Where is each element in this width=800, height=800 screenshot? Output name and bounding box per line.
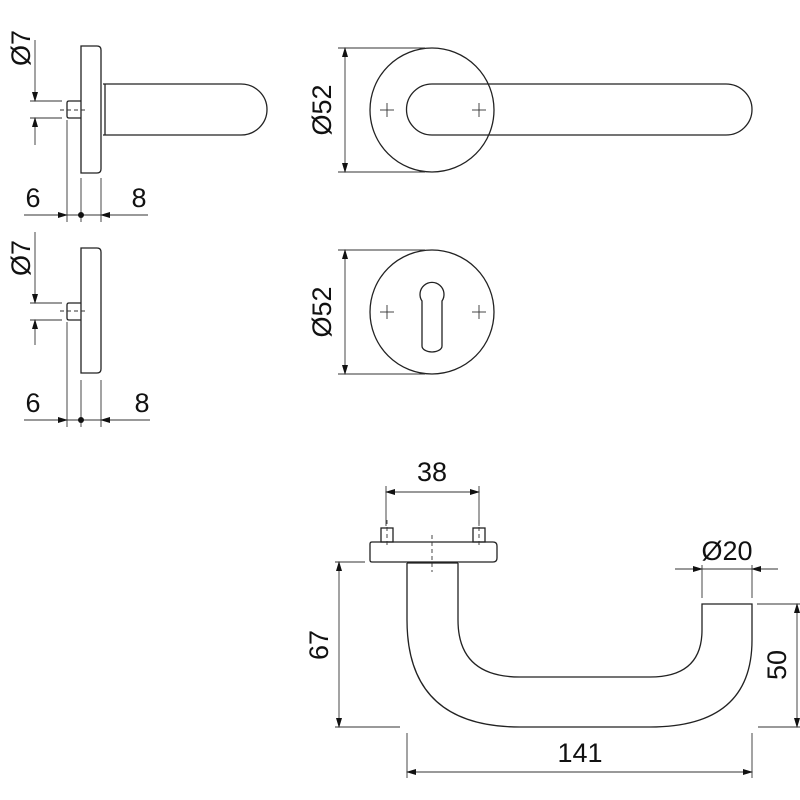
- diameter-label: Ø7: [6, 30, 36, 66]
- diameter-dimension: Ø7: [6, 30, 62, 145]
- rose-plate: [369, 541, 498, 563]
- lever-profile: [103, 83, 268, 136]
- thickness-dimension: 6 8: [24, 322, 150, 427]
- right-thickness-label: 8: [134, 388, 149, 418]
- handle-outer: [406, 563, 753, 728]
- top-view-handle: 38 Ø20 67 50 141: [304, 457, 800, 778]
- grip-height-label: 50: [762, 650, 792, 680]
- screw-spacing-label: 38: [417, 457, 447, 487]
- left-thickness-label: 6: [25, 183, 40, 213]
- grip-diameter-label: Ø20: [701, 536, 752, 566]
- thickness-dimension: 6 8: [24, 120, 148, 222]
- screw-cross: [472, 305, 486, 319]
- front-view-lever: Ø52: [307, 47, 753, 173]
- cylinder-keyhole: [419, 281, 445, 353]
- escutcheon-profile: [80, 247, 102, 374]
- diameter-label: Ø52: [307, 84, 337, 135]
- front-view-escutcheon: Ø52: [307, 249, 495, 375]
- diameter-label: Ø7: [6, 240, 36, 276]
- escutcheon-circle: [369, 249, 495, 375]
- screw-cross: [472, 103, 486, 117]
- screw-cross: [380, 305, 394, 319]
- length-label: 141: [557, 738, 602, 768]
- right-thickness-label: 8: [131, 183, 146, 213]
- rose-circle: [369, 47, 495, 173]
- left-thickness-label: 6: [25, 388, 40, 418]
- diameter-label: Ø52: [307, 286, 337, 337]
- side-view-escutcheon: Ø7 6 8: [6, 232, 150, 427]
- rose-profile: [80, 45, 102, 174]
- screw-cross: [380, 103, 394, 117]
- projection-label: 67: [304, 630, 334, 660]
- side-view-lever: Ø7 6 8: [6, 30, 268, 222]
- lever-outline: [405, 83, 753, 136]
- spindle-stub: [66, 302, 81, 321]
- spindle-stub: [66, 100, 81, 119]
- diameter-dimension: Ø7: [6, 232, 62, 345]
